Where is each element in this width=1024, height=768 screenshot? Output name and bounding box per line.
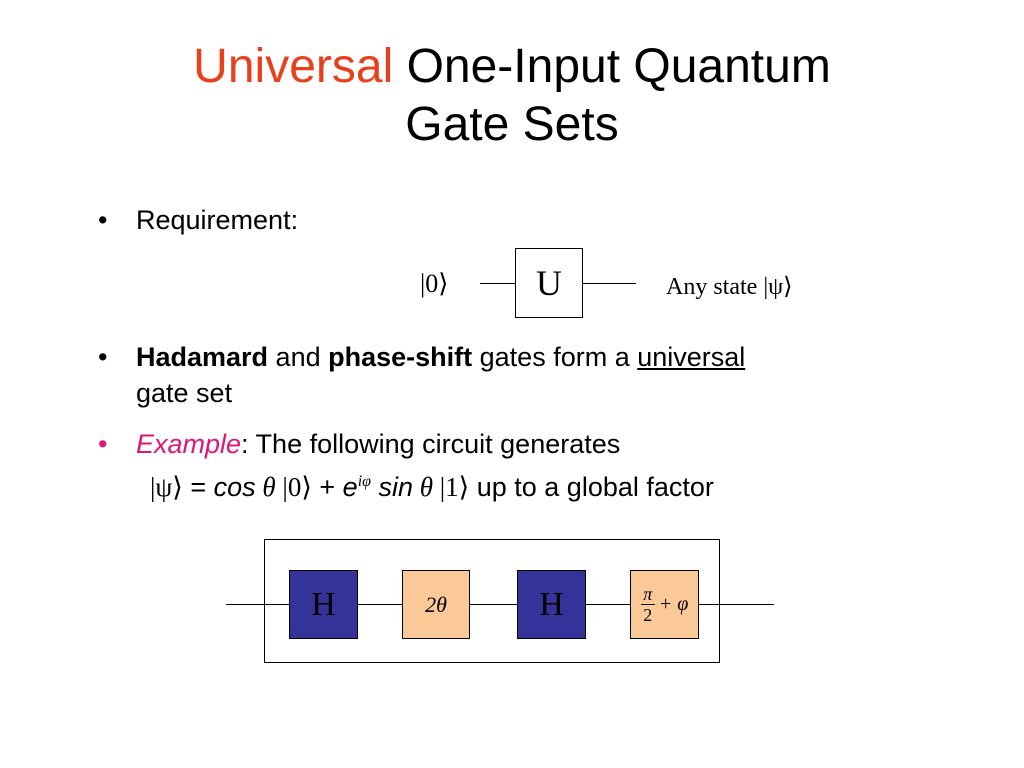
example-rest: : The following circuit generates xyxy=(241,429,621,459)
formula-exponent: iφ xyxy=(357,473,371,490)
example-text-line-1: Example: The following circuit generates xyxy=(136,427,620,461)
req-output-label: Any state |ψ⟩ xyxy=(666,274,793,300)
fraction-numerator: π xyxy=(643,584,653,604)
formula-sin: sin xyxy=(370,472,414,502)
title-line-2: Gate Sets xyxy=(405,98,619,151)
hadamard-text-line-1: Hadamard and phase-shift gates form a un… xyxy=(136,340,745,374)
title-line-1: Universal One-Input Quantum xyxy=(0,38,1024,96)
example-circuit-frame xyxy=(264,539,720,663)
slide-title: Universal One-Input Quantum Gate Sets xyxy=(0,38,1024,154)
formula-ket0: |0⟩ xyxy=(282,472,312,502)
title-line-1-rest: One-Input Quantum xyxy=(393,40,831,93)
hadamard-gate-2-label: H xyxy=(539,585,564,623)
req-input-wire xyxy=(480,283,515,284)
formula-tail: up to a global factor xyxy=(469,472,714,502)
formula-e: e xyxy=(342,472,358,502)
example-circuit-wire xyxy=(226,604,774,605)
hadamard-gate-1: H xyxy=(289,570,358,639)
u-gate-label: U xyxy=(536,263,562,303)
universal-word: universal xyxy=(637,342,746,372)
phase-shift-word: phase-shift xyxy=(328,342,473,372)
and-word: and xyxy=(268,342,329,372)
req-input-label: |0⟩ xyxy=(420,269,449,298)
title-accent-word: Universal xyxy=(193,40,394,93)
requirement-text: Requirement: xyxy=(136,205,299,235)
pi-over-two-fraction: π 2 xyxy=(640,584,655,625)
formula-theta: θ xyxy=(255,472,283,502)
u-gate: U xyxy=(515,248,583,318)
example-word: Example xyxy=(136,429,242,459)
bullet-marker: • xyxy=(98,429,108,459)
state-formula: |ψ⟩ = cos θ |0⟩ + eiφ sin θ |1⟩ up to a … xyxy=(150,465,714,504)
hadamard-text-line-2: gate set xyxy=(136,378,233,408)
formula-ket1: |1⟩ xyxy=(439,472,470,502)
formula-psi: |ψ⟩ xyxy=(150,472,183,502)
fraction-denominator: 2 xyxy=(643,605,653,625)
phase-gate-pi-half-plus-phi: π 2 + φ xyxy=(630,570,699,639)
formula-plus: + xyxy=(311,472,343,502)
phase-gate-2theta: 2θ xyxy=(402,570,470,639)
hadamard-gate-1-label: H xyxy=(311,585,336,623)
formula-eq: = xyxy=(182,472,214,502)
formula-cos: cos xyxy=(213,472,256,502)
hadamard-gate-2: H xyxy=(517,570,586,639)
hadamard-word: Hadamard xyxy=(136,342,269,372)
req-output-wire xyxy=(583,283,636,284)
gates-form-text: gates form a xyxy=(472,342,638,372)
phase-gate-2theta-label: 2θ xyxy=(425,591,447,617)
plus-phi-label: + φ xyxy=(658,593,689,615)
formula-theta-2: θ xyxy=(413,472,440,502)
bullet-marker: • xyxy=(98,205,108,235)
bullet-marker: • xyxy=(98,342,108,372)
fraction-bar xyxy=(640,604,655,605)
